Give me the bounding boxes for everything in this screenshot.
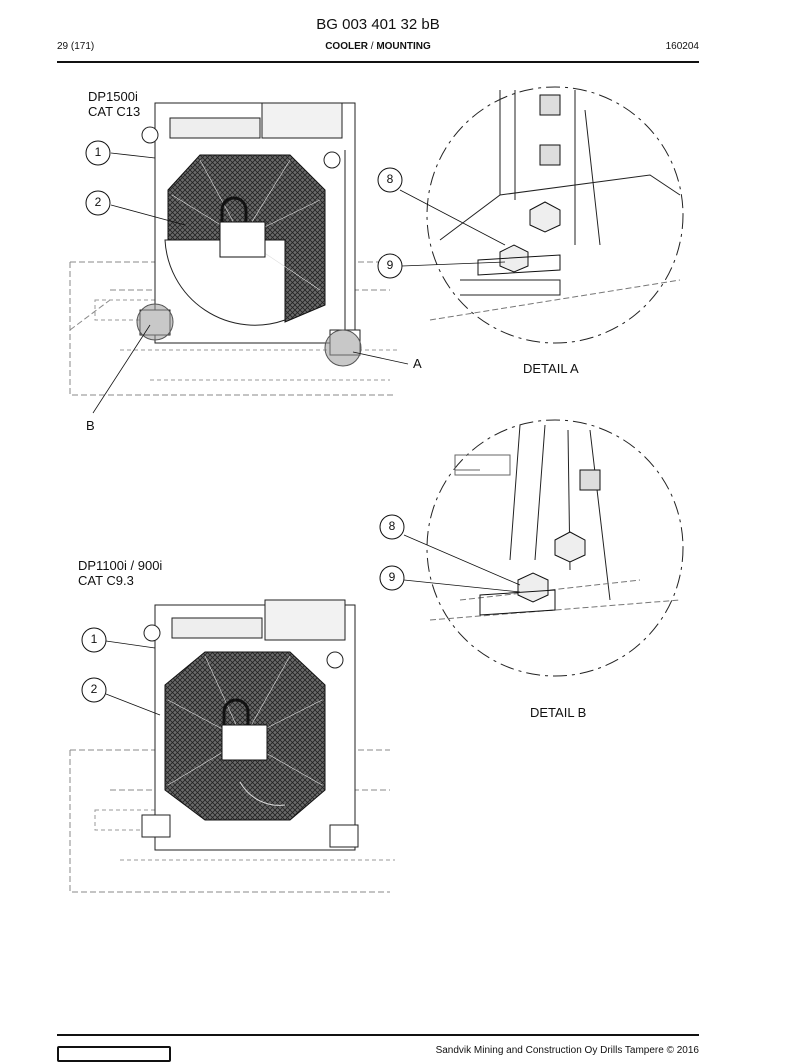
variant-model-bottom: DP1100i / 900i [78, 558, 163, 573]
section-main: COOLER [325, 41, 368, 52]
footer-rule [57, 1034, 699, 1036]
variant-label-bottom: DP1100i / 900i CAT C9.3 [78, 558, 162, 588]
variant-model-top: DP1500i [88, 89, 138, 104]
page-number: 29 (171) [57, 41, 95, 52]
callout-9-detail-b [379, 565, 405, 591]
variant-engine-bottom: CAT C9.3 [78, 573, 134, 588]
detail-a-label: DETAIL A [523, 361, 579, 376]
callout-8-detail-b [379, 514, 405, 540]
variant-engine-top: CAT C13 [88, 104, 141, 119]
date-code: 160204 [665, 41, 699, 52]
cooler-drawing-top [69, 102, 400, 396]
header-rule [57, 61, 699, 63]
section-title: COOLER / MOUNTING [0, 41, 756, 52]
callout-leaders-detail-a [399, 189, 506, 267]
brand-logo [57, 1046, 171, 1062]
callout-9-detail-a [377, 253, 403, 279]
callout-leaders-bottom [105, 640, 161, 716]
callout-number: 1 [90, 632, 98, 646]
callout-8-detail-a [377, 167, 403, 193]
callout-number: 9 [386, 258, 394, 272]
callout-number: 2 [90, 682, 98, 696]
variant-label-top: DP1500i CAT C13 [88, 89, 140, 119]
callout-number: 8 [386, 172, 394, 186]
callout-1-top [85, 140, 111, 166]
callout-2-bottom [81, 677, 107, 703]
callout-number: 9 [388, 570, 396, 584]
document-title: BG 003 401 32 bB [316, 16, 440, 33]
callout-leaders-top [92, 152, 409, 414]
cooler-drawing-bottom [69, 599, 395, 893]
callout-leaders-detail-b [403, 534, 521, 593]
section-separator: / [367, 41, 377, 52]
callout-1-bottom [81, 627, 107, 653]
section-sub: MOUNTING [376, 41, 431, 52]
callout-2-top [85, 190, 111, 216]
detail-b-label: DETAIL B [530, 705, 587, 720]
point-label-a: A [413, 356, 422, 371]
callout-number: 8 [388, 519, 396, 533]
footer-copyright: Sandvik Mining and Construction Oy Drill… [435, 1045, 699, 1056]
callout-number: 1 [94, 145, 102, 159]
point-label-b: B [86, 418, 95, 433]
detail-a-drawing [426, 86, 684, 344]
callout-number: 2 [94, 195, 102, 209]
detail-b-drawing [426, 419, 684, 677]
